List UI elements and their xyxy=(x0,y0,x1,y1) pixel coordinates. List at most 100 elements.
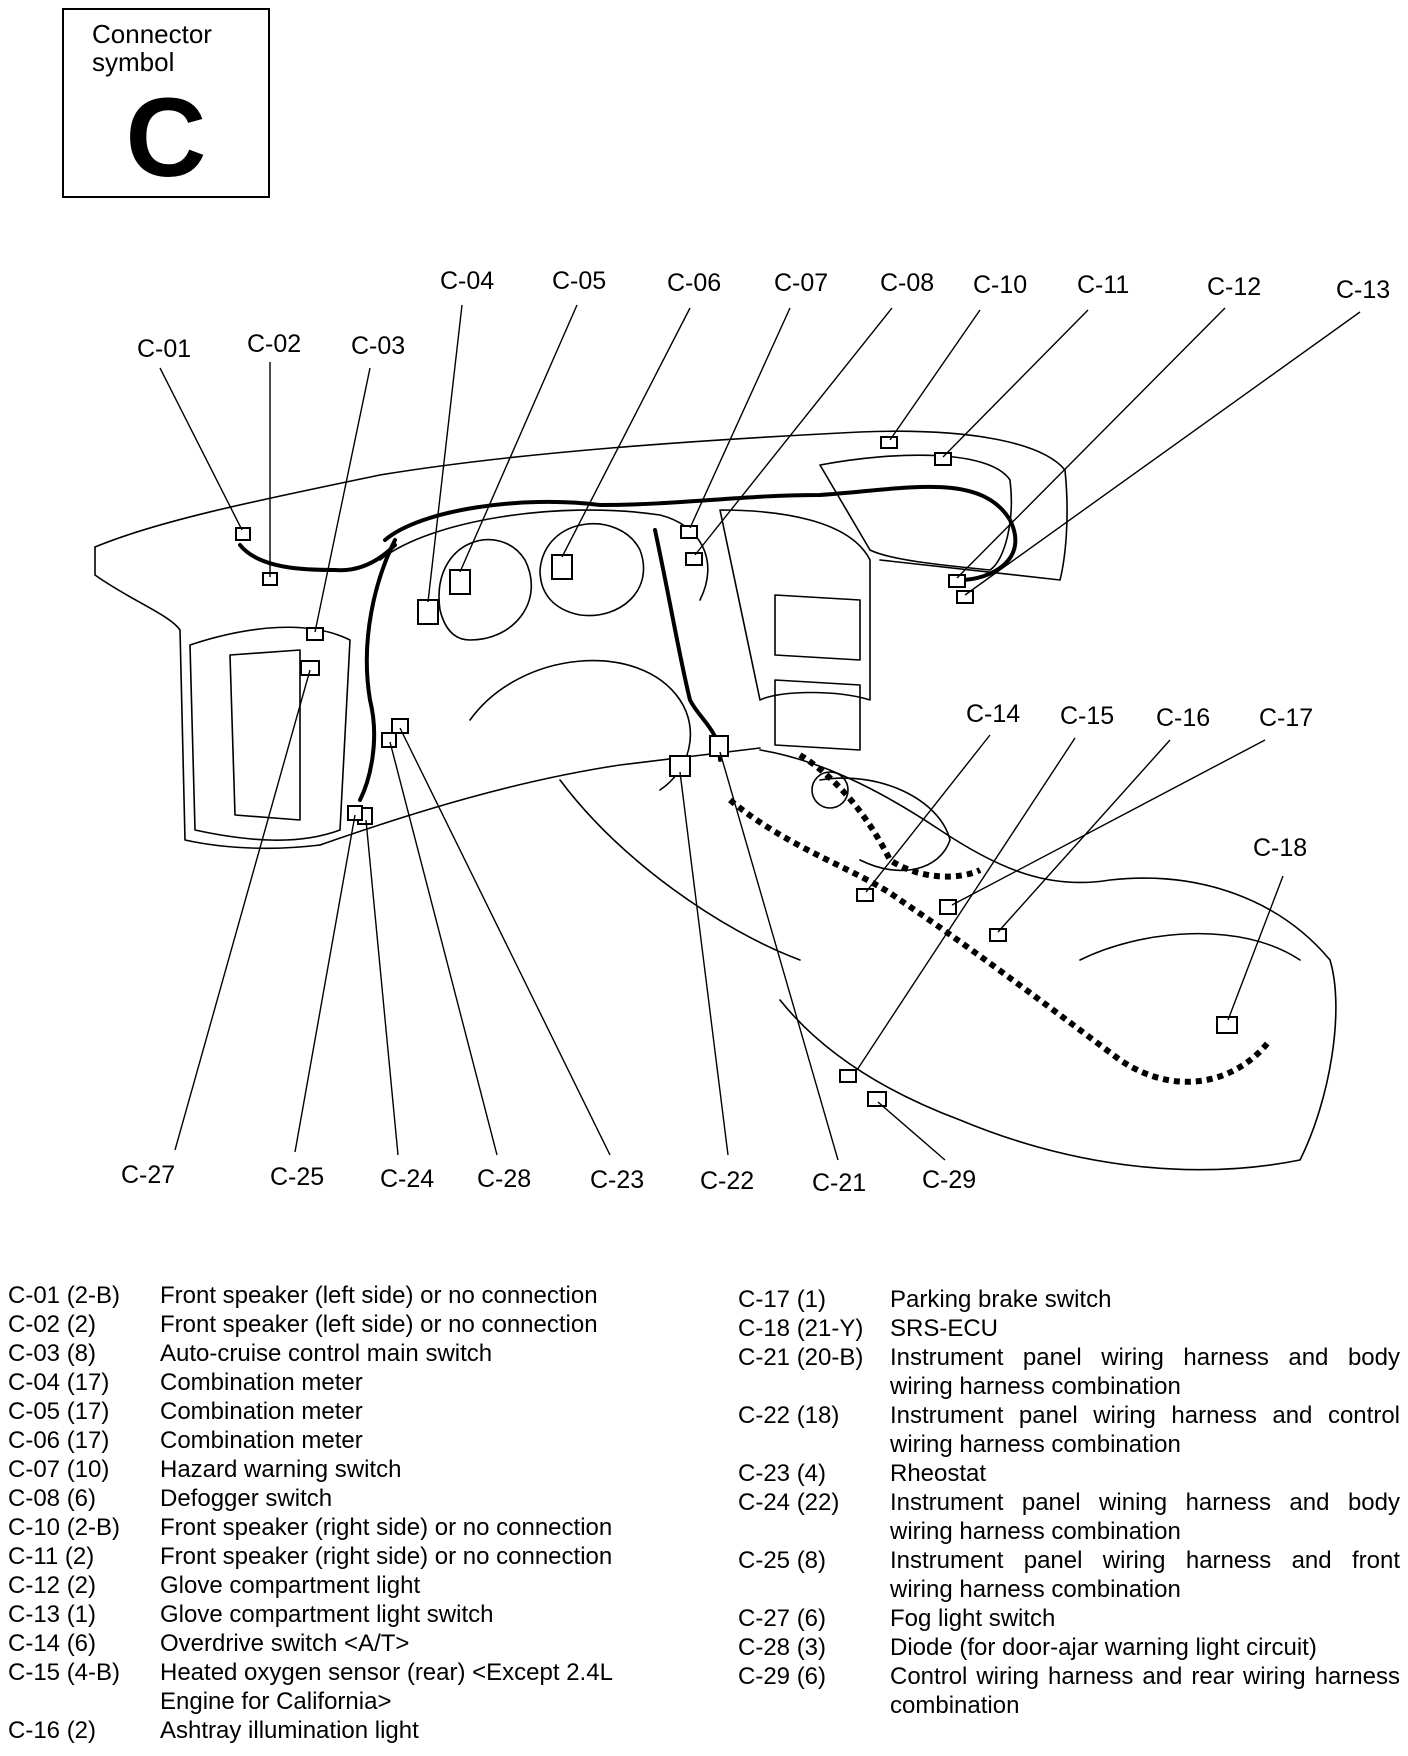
console-cupholder xyxy=(811,771,849,809)
leader-c07 xyxy=(689,307,791,529)
legend-connector-code: C-15 (4-B) xyxy=(8,1659,121,1686)
connector-c28 xyxy=(381,732,397,748)
legend-row: C-14 (6) Overdrive switch <A/T> xyxy=(8,1629,688,1658)
legend-row: C-12 (2)Glove compartment light xyxy=(8,1571,688,1600)
callout-c23: C-23 xyxy=(590,1166,644,1194)
connector-legend-left: C-01 (2-B)Front speaker (left side) or n… xyxy=(8,1281,688,1745)
console-floor-line xyxy=(559,779,801,961)
leader-c01 xyxy=(159,367,243,531)
legend-connector-description: Front speaker (right side) or no connect… xyxy=(160,1514,613,1541)
connector-c14 xyxy=(856,888,874,902)
legend-connector-code: C-23 (4) xyxy=(738,1460,827,1487)
callout-c10: C-10 xyxy=(973,271,1027,299)
legend-row: C-25 (8)Instrument panel wiring harness … xyxy=(738,1546,1402,1604)
legend-connector-description: Defogger switch xyxy=(160,1485,333,1512)
leader-c27 xyxy=(174,669,311,1151)
callout-c03: C-03 xyxy=(351,332,405,360)
connector-c16 xyxy=(989,928,1007,942)
connector-c18 xyxy=(1216,1016,1238,1034)
legend-connector-description: Instrument panel wiring harness and fron… xyxy=(890,1547,1400,1603)
legend-connector-code: C-14 (6) xyxy=(8,1630,97,1657)
callout-c04: C-04 xyxy=(440,267,494,295)
connector-symbol-caption: Connector symbol xyxy=(92,20,212,76)
legend-connector-description: Combination meter xyxy=(160,1427,363,1454)
legend-connector-description: Fog light switch xyxy=(890,1605,1056,1632)
legend-connector-description: Heated oxygen sensor (rear) <Except 2.4L… xyxy=(160,1659,613,1715)
legend-row: C-02 (2)Front speaker (left side) or no … xyxy=(8,1310,688,1339)
legend-connector-code: C-11 (2) xyxy=(8,1543,95,1570)
legend-row: C-17 (1)Parking brake switch xyxy=(738,1285,1402,1314)
connector-symbol-box: Connector symbol C xyxy=(62,8,270,198)
legend-connector-code: C-29 (6) xyxy=(738,1663,827,1690)
connector-c03 xyxy=(306,627,324,641)
leader-c04 xyxy=(427,304,463,603)
console-armrest xyxy=(1079,932,1301,961)
dashboard-left-face xyxy=(189,626,351,841)
legend-connector-code: C-08 (6) xyxy=(8,1485,97,1512)
left-gauge xyxy=(438,538,532,641)
harness-left-top xyxy=(238,543,397,573)
leader-c13 xyxy=(964,311,1361,596)
leader-c22 xyxy=(679,771,729,1156)
dashboard-outline xyxy=(94,430,1068,581)
legend-connector-code: C-22 (18) xyxy=(738,1402,840,1429)
connector-symbol-caption-line1: Connector xyxy=(92,19,212,49)
legend-connector-description: Combination meter xyxy=(160,1369,363,1396)
leader-c14 xyxy=(865,734,991,893)
callout-c17: C-17 xyxy=(1259,704,1313,732)
leader-c08 xyxy=(694,307,893,556)
connector-c05 xyxy=(449,569,471,595)
harness-console-dashed xyxy=(728,797,1273,1085)
center-stack-radio xyxy=(774,594,861,661)
callout-c21: C-21 xyxy=(812,1169,866,1197)
harness-center-drop xyxy=(653,528,722,762)
callout-c06: C-06 xyxy=(667,269,721,297)
callout-c11: C-11 xyxy=(1077,271,1129,299)
legend-connector-description: Overdrive switch <A/T> xyxy=(160,1630,410,1657)
legend-connector-description: Diode (for door-ajar warning light circu… xyxy=(890,1634,1317,1661)
connector-symbol-caption-line2: symbol xyxy=(92,47,175,77)
legend-connector-code: C-06 (17) xyxy=(8,1427,110,1454)
leader-c06 xyxy=(561,307,691,558)
legend-row: C-07 (10)Hazard warning switch xyxy=(8,1455,688,1484)
legend-connector-code: C-03 (8) xyxy=(8,1340,97,1367)
legend-connector-code: C-24 (22) xyxy=(738,1489,840,1516)
harness-main xyxy=(383,484,1018,582)
callout-c25: C-25 xyxy=(270,1163,324,1191)
legend-connector-description: Instrument panel wining harness and body… xyxy=(890,1489,1400,1545)
legend-row: C-29 (6)Control wiring harness and rear … xyxy=(738,1662,1402,1720)
callout-c08: C-08 xyxy=(880,269,934,297)
steering-column-opening xyxy=(469,659,692,791)
legend-connector-code: C-13 (1) xyxy=(8,1601,97,1628)
legend-row: C-04 (17)Combination meter xyxy=(8,1368,688,1397)
callout-c07: C-07 xyxy=(774,269,828,297)
legend-connector-code: C-16 (2) xyxy=(8,1717,97,1744)
legend-connector-code: C-05 (17) xyxy=(8,1398,110,1425)
callout-c13: C-13 xyxy=(1336,276,1390,304)
connector-c17 xyxy=(839,1069,857,1083)
connector-c11 xyxy=(934,452,952,466)
legend-connector-code: C-27 (6) xyxy=(738,1605,827,1632)
leader-c18 xyxy=(1227,875,1284,1021)
legend-row: C-21 (20-B)Instrument panel wiring harne… xyxy=(738,1343,1402,1401)
center-console xyxy=(759,749,1337,1171)
legend-row: C-11 (2)Front speaker (right side) or no… xyxy=(8,1542,688,1571)
legend-row: C-28 (3)Diode (for door-ajar warning lig… xyxy=(738,1633,1402,1662)
connector-c21 xyxy=(709,735,729,757)
legend-row: C-05 (17) Combination meter xyxy=(8,1397,688,1426)
callout-c18: C-18 xyxy=(1253,834,1307,862)
legend-connector-description: Hazard warning switch xyxy=(160,1456,402,1483)
dashboard-side-pocket xyxy=(229,649,301,821)
legend-row: C-10 (2-B)Front speaker (right side) or … xyxy=(8,1513,688,1542)
connector-c07 xyxy=(680,525,698,539)
meter-hood xyxy=(379,509,709,601)
callout-c22: C-22 xyxy=(700,1167,754,1195)
legend-row: C-22 (18)Instrument panel wiring harness… xyxy=(738,1401,1402,1459)
legend-connector-description: Auto-cruise control main switch xyxy=(160,1340,493,1367)
leader-c21 xyxy=(719,751,839,1161)
leader-c05 xyxy=(459,304,578,573)
callout-c05: C-05 xyxy=(552,267,606,295)
legend-connector-description: Combination meter xyxy=(160,1398,363,1425)
leader-c17 xyxy=(951,739,1266,906)
leader-c23 xyxy=(399,727,611,1156)
